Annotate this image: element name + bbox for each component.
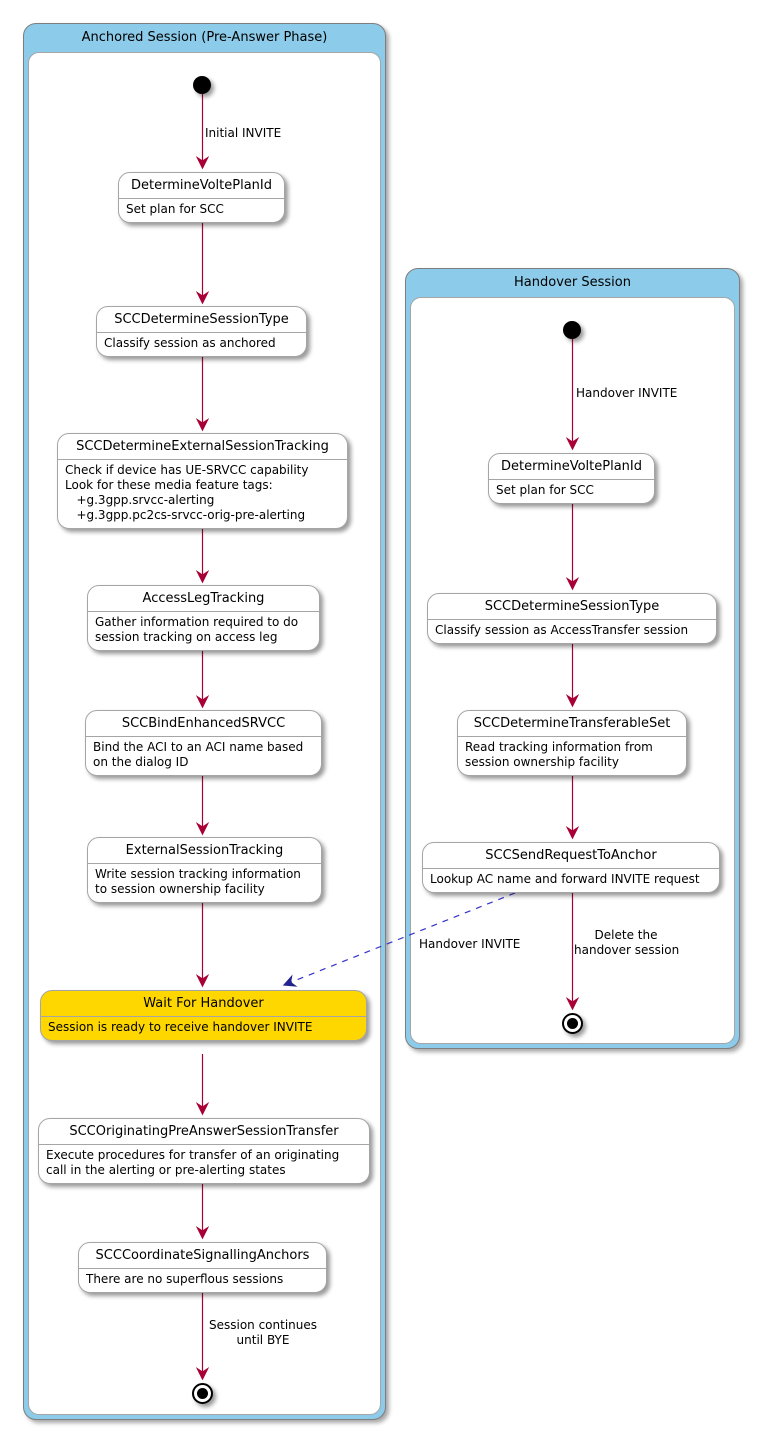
state-description: Bind the ACI to an ACI name based <box>93 740 304 754</box>
state-description: Classify session as anchored <box>104 336 276 350</box>
state-description: session tracking on access leg <box>95 630 278 644</box>
frame-anchored-session-title: Anchored Session (Pre-Answer Phase) <box>81 30 328 45</box>
state-description: Lookup AC name and forward INVITE reques… <box>430 872 700 886</box>
state-title: DetermineVoltePlanId <box>119 173 284 199</box>
edge-label-line: Delete the <box>594 928 658 942</box>
state-access-leg-tracking: AccessLegTracking Gather information req… <box>87 585 320 651</box>
state-description: to session ownership facility <box>95 882 265 896</box>
state-title: SCCCoordinateSignallingAnchors <box>79 1243 326 1269</box>
state-title: SCCSendRequestToAnchor <box>423 843 719 869</box>
state-scc-originating-pre-answer-session-transfer: SCCOriginatingPreAnswerSessionTransfer E… <box>38 1118 370 1184</box>
state-description: +g.3gpp.pc2cs-srvcc-orig-pre-alerting <box>65 508 306 522</box>
solid-transition-lines <box>195 94 580 1381</box>
state-determine-volte-plan-id: DetermineVoltePlanId Set plan for SCC <box>118 172 285 223</box>
state-scc-determine-external-session-tracking: SCCDetermineExternalSessionTracking Chec… <box>57 433 348 529</box>
state-title: SCCBindEnhancedSRVCC <box>86 711 321 737</box>
state-wait-for-handover: Wait For Handover Session is ready to re… <box>40 990 367 1041</box>
state-external-session-tracking: ExternalSessionTracking Write session tr… <box>87 837 322 903</box>
frame-handover-session-title: Handover Session <box>514 275 631 290</box>
edge-label-session-continues: Session continues until BYE <box>202 1318 324 1348</box>
state-description: Read tracking information from <box>465 740 653 754</box>
edge-label-delete-session: Delete the handover session <box>574 928 680 958</box>
state-title: SCCDetermineTransferableSet <box>458 711 686 737</box>
state-description: Session is ready to receive handover INV… <box>48 1020 313 1034</box>
state-scc-send-request-to-anchor: SCCSendRequestToAnchor Lookup AC name an… <box>422 842 720 893</box>
edge-label-line: until BYE <box>236 1333 290 1347</box>
state-description: call in the alerting or pre-alerting sta… <box>46 1163 286 1177</box>
state-title: SCCDetermineSessionType <box>97 307 306 333</box>
state-title: SCCOriginatingPreAnswerSessionTransfer <box>39 1119 369 1145</box>
state-description: Set plan for SCC <box>496 483 594 497</box>
state-description: Execute procedures for transfer of an or… <box>46 1148 340 1162</box>
state-description: +g.3gpp.srvcc-alerting <box>65 493 215 507</box>
state-scc-determine-transferable-set: SCCDetermineTransferableSet Read trackin… <box>457 710 687 776</box>
initial-state-handover <box>563 321 581 339</box>
state-determine-volte-plan-id-handover: DetermineVoltePlanId Set plan for SCC <box>488 453 655 504</box>
final-state-anchored <box>192 1383 213 1404</box>
state-scc-bind-enhanced-srvcc: SCCBindEnhancedSRVCC Bind the ACI to an … <box>85 710 322 776</box>
state-description: Gather information required to do <box>95 615 299 629</box>
state-description: Write session tracking information <box>95 867 301 881</box>
final-state-handover <box>562 1013 583 1034</box>
edge-label-line: Session continues <box>208 1318 318 1332</box>
state-title: ExternalSessionTracking <box>88 838 321 864</box>
state-scc-coordinate-signalling-anchors: SCCCoordinateSignallingAnchors There are… <box>78 1242 327 1293</box>
state-description: Check if device has UE-SRVCC capability <box>65 463 309 477</box>
state-title: SCCDetermineExternalSessionTracking <box>58 434 347 460</box>
state-description: Look for these media feature tags: <box>65 478 273 492</box>
state-description: Set plan for SCC <box>126 202 224 216</box>
state-title: AccessLegTracking <box>88 586 319 612</box>
state-title: DetermineVoltePlanId <box>489 454 654 480</box>
edge-label-handover-invite: Handover INVITE <box>576 386 678 400</box>
state-scc-determine-session-type-handover: SCCDetermineSessionType Classify session… <box>427 593 717 644</box>
state-description: Classify session as AccessTransfer sessi… <box>435 623 689 637</box>
state-scc-determine-session-type: SCCDetermineSessionType Classify session… <box>96 306 307 357</box>
edge-label-initial-invite: Initial INVITE <box>205 126 282 140</box>
state-description: on the dialog ID <box>93 755 189 769</box>
initial-state-anchored <box>193 76 211 94</box>
edge-label-line: handover session <box>574 943 680 957</box>
state-title: Wait For Handover <box>41 991 366 1017</box>
dashed-handover-invite-line <box>282 892 516 987</box>
state-title: SCCDetermineSessionType <box>428 594 716 620</box>
edge-label-handover-invite-cross: Handover INVITE <box>419 937 521 951</box>
state-description: session ownership facility <box>465 755 619 769</box>
state-description: There are no superflous sessions <box>86 1272 284 1286</box>
